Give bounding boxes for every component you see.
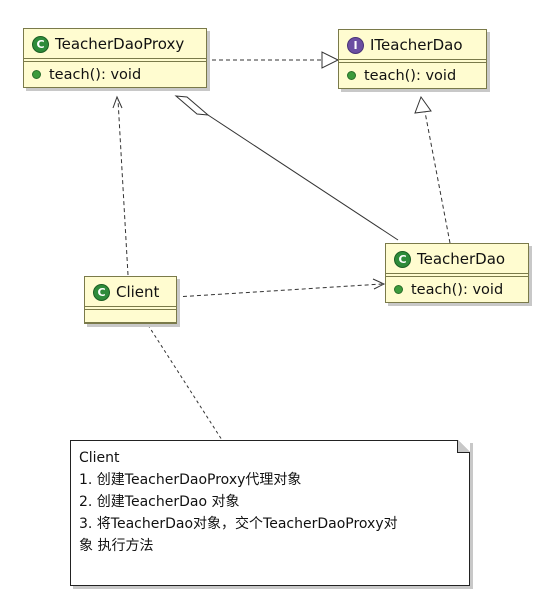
dao-realizes-interface-arrowhead (414, 95, 432, 114)
class-teacherdaoproxy[interactable]: C TeacherDaoProxy teach(): void (23, 28, 207, 88)
class-name: TeacherDaoProxy (55, 35, 185, 53)
note-line: 1. 创建TeacherDaoProxy代理对象 (79, 472, 302, 488)
note-client[interactable]: Client 1. 创建TeacherDaoProxy代理对象 2. 创建Tea… (70, 440, 470, 586)
proxy-aggregates-dao-diamond (174, 95, 210, 116)
interface-iteacherdao[interactable]: I ITeacherDao teach(): void (338, 29, 487, 89)
method-row: teach(): void (386, 277, 528, 302)
method-signature: teach(): void (411, 281, 504, 298)
class-header: C TeacherDaoProxy (24, 29, 206, 58)
class-header: C Client (85, 277, 176, 306)
interface-icon: I (347, 36, 364, 54)
class-icon: C (32, 35, 49, 53)
class-name: Client (116, 283, 160, 301)
compartment-divider (339, 59, 486, 63)
compartment-divider (24, 58, 206, 62)
class-icon: C (93, 283, 110, 301)
public-method-icon (32, 70, 41, 79)
client-depends-dao-line (175, 283, 383, 298)
dao-realizes-interface-line (424, 111, 451, 244)
client-depends-proxy-arrowhead (112, 95, 123, 109)
proxy-aggregates-dao-line (207, 114, 399, 241)
proxy-realizes-interface-arrowhead (321, 51, 340, 69)
client-note-link-line (147, 324, 223, 441)
note-line: 2. 创建TeacherDao 对象 (79, 494, 240, 510)
note-fold-corner (457, 440, 470, 453)
note-line: Client (79, 450, 120, 466)
method-signature: teach(): void (49, 66, 142, 83)
method-row: teach(): void (24, 62, 206, 87)
public-method-icon (347, 71, 356, 80)
client-depends-dao-arrowhead (372, 278, 386, 290)
compartment-divider (386, 273, 528, 277)
compartment-divider (85, 306, 176, 310)
class-icon: C (394, 250, 411, 268)
method-row: teach(): void (339, 63, 486, 88)
public-method-icon (394, 285, 403, 294)
note-line: 象 执行方法 (79, 538, 154, 554)
interface-name: ITeacherDao (370, 36, 463, 54)
class-header: C TeacherDao (386, 244, 528, 273)
class-client[interactable]: C Client (84, 276, 177, 324)
class-teacherdao[interactable]: C TeacherDao teach(): void (385, 243, 529, 303)
method-signature: teach(): void (364, 67, 457, 84)
client-depends-proxy-line (117, 99, 129, 276)
class-name: TeacherDao (417, 250, 506, 268)
note-line: 3. 将TeacherDao对象，交个TeacherDaoProxy对 (79, 516, 398, 532)
interface-header: I ITeacherDao (339, 30, 486, 59)
empty-compartment (85, 310, 176, 323)
